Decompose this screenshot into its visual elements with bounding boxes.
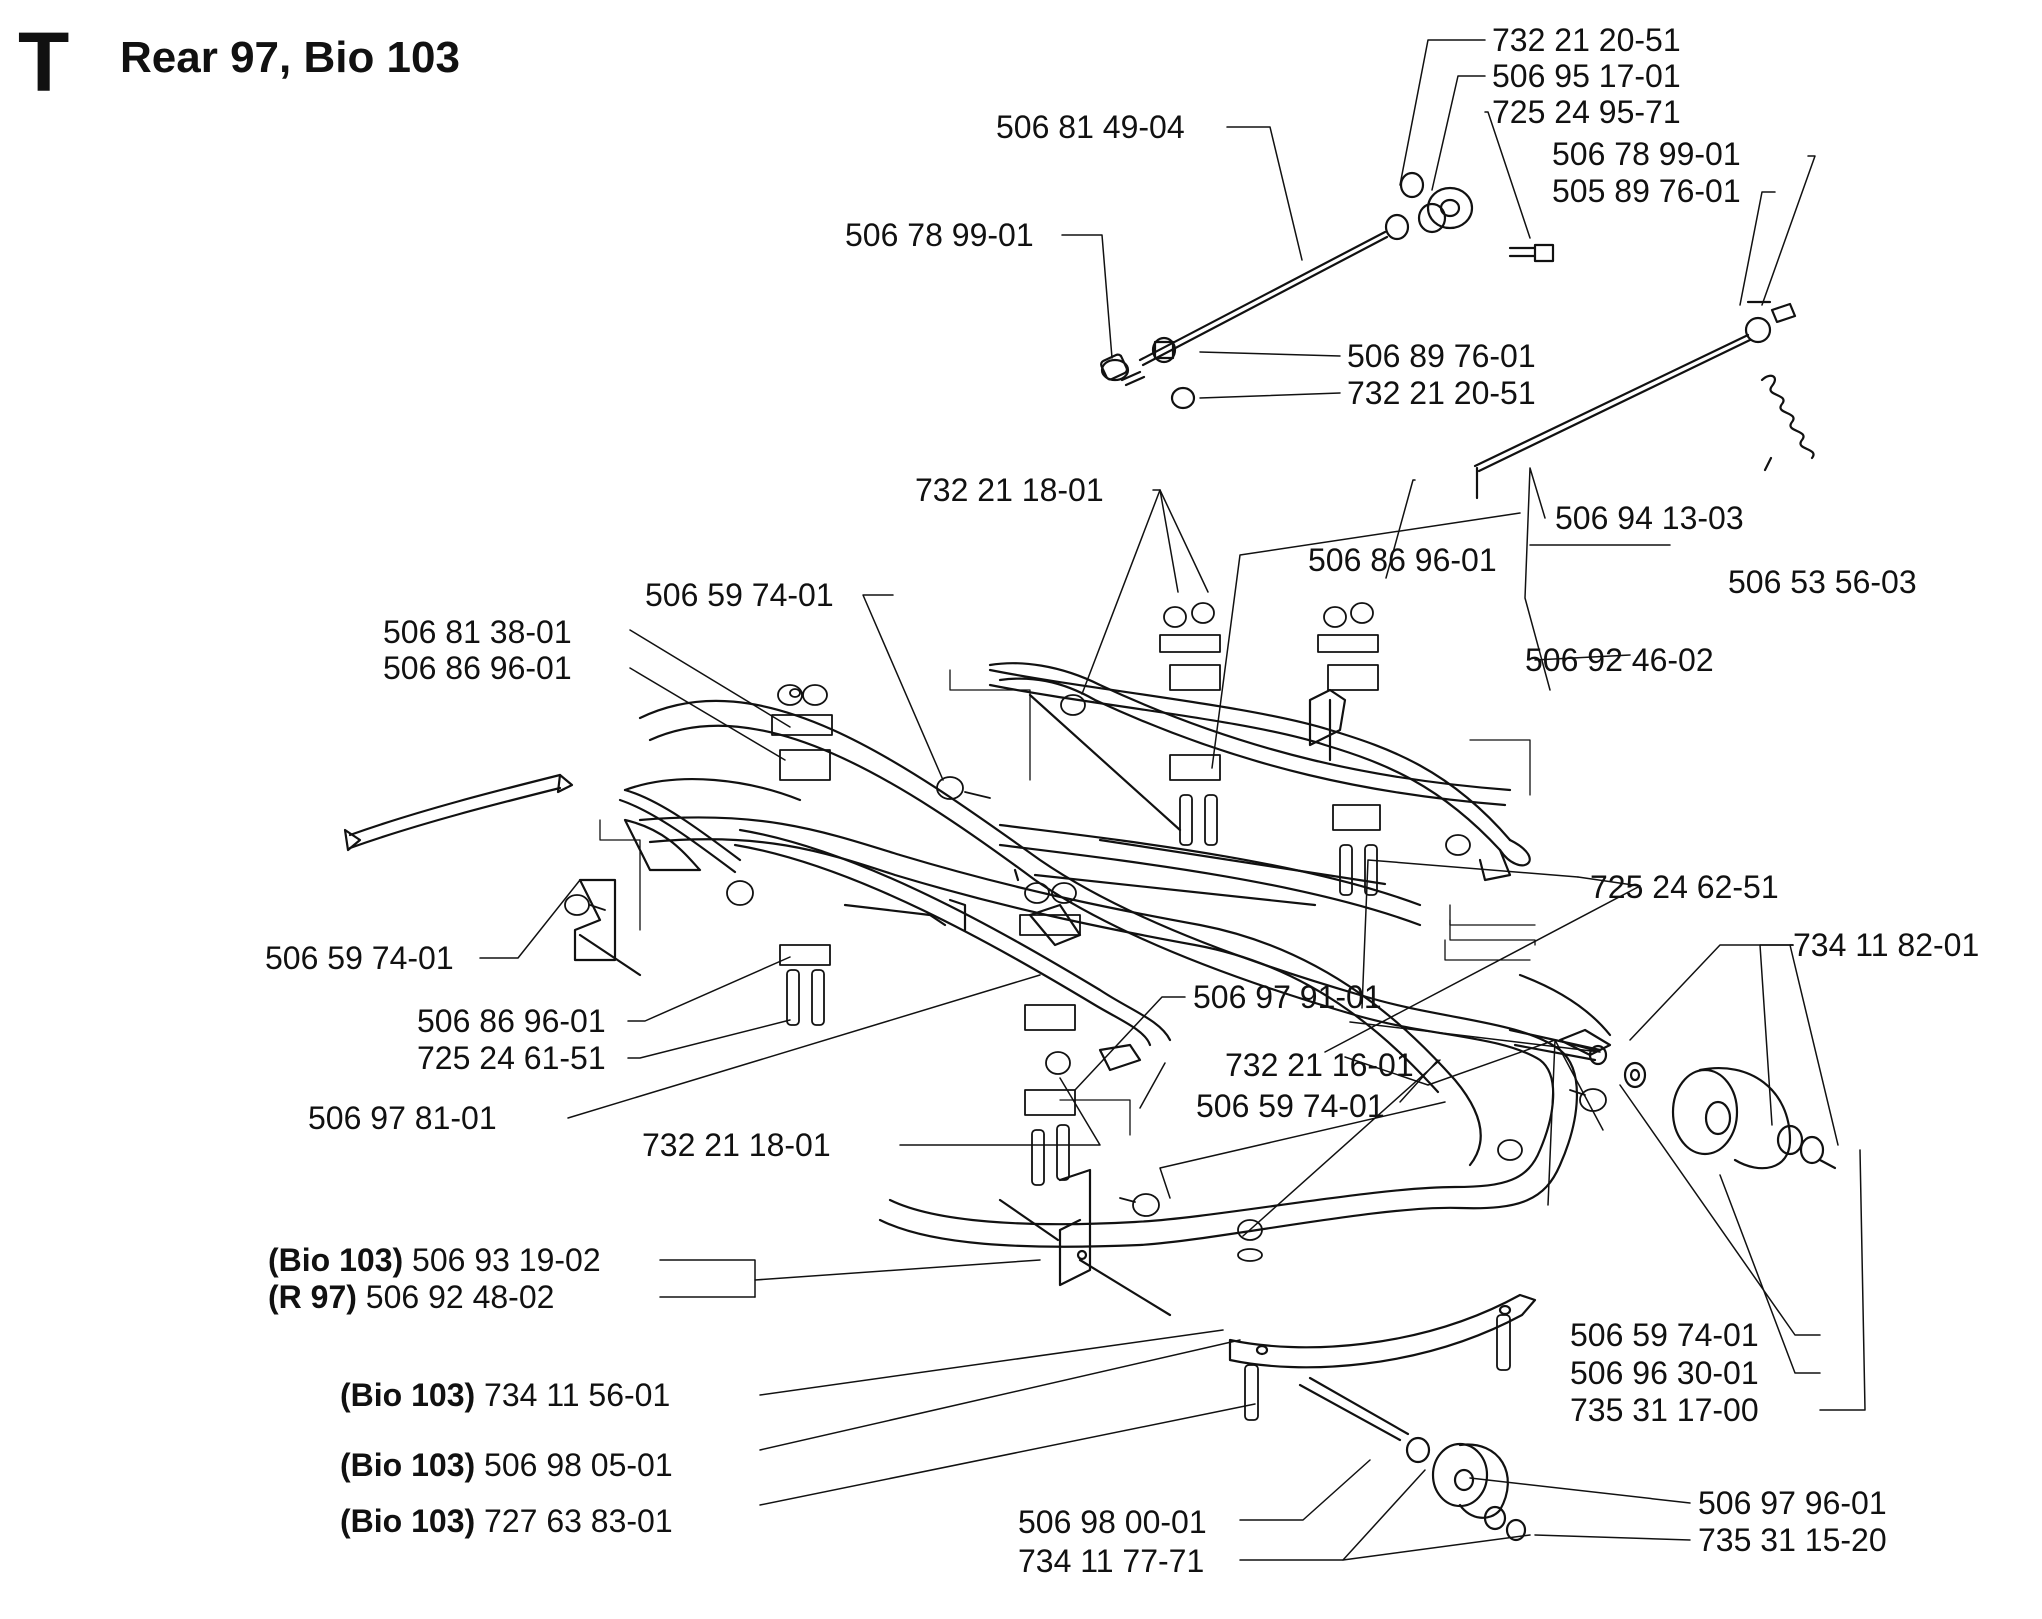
- part-number: 734 11 56-01: [484, 1377, 671, 1413]
- part-callout: 506 94 13-03: [1555, 500, 1744, 536]
- part-callout: 725 24 62-51: [1590, 869, 1779, 905]
- part-callout: 506 95 17-01: [1492, 58, 1681, 94]
- part-callout: 506 53 56-03: [1728, 564, 1917, 600]
- leader-lines: [479, 39, 1866, 1561]
- variant-label: (Bio 103): [340, 1377, 476, 1413]
- part-callout: 725 24 61-51: [417, 1040, 606, 1076]
- part-callout: 732 21 18-01: [642, 1127, 831, 1163]
- part-number: 506 92 48-02: [365, 1279, 555, 1315]
- part-callout: 506 81 49-04: [996, 109, 1185, 145]
- part-callout: 732 21 20-51: [1492, 22, 1681, 58]
- part-callout: 732 21 16-01: [1225, 1047, 1414, 1083]
- section-letter: T: [18, 15, 70, 109]
- skid-bar: [1228, 1293, 1537, 1369]
- part-callout: 506 98 00-01: [1018, 1504, 1207, 1540]
- part-callout: 725 24 95-71: [1492, 94, 1681, 130]
- rear-roller: [1298, 1376, 1527, 1542]
- page-title: Rear 97, Bio 103: [120, 33, 460, 82]
- part-callout: 506 78 99-01: [845, 217, 1034, 253]
- part-callout: 506 59 74-01: [1196, 1088, 1385, 1124]
- part-callout: 506 86 96-01: [383, 650, 572, 686]
- part-number: 727 63 83-01: [484, 1503, 673, 1539]
- part-callout-variant: (R 97) 506 92 48-02: [268, 1279, 554, 1315]
- variant-label: (Bio 103): [340, 1503, 476, 1539]
- upper-linkage: [1100, 171, 1815, 500]
- part-callout: 506 59 74-01: [265, 940, 454, 976]
- part-callout: 506 97 96-01: [1698, 1485, 1887, 1521]
- variant-label: (Bio 103): [268, 1242, 404, 1278]
- fasteners: [564, 602, 1607, 1421]
- part-callout: 506 97 81-01: [308, 1100, 497, 1136]
- part-callout-variant: (Bio 103) 734 11 56-01: [340, 1377, 670, 1413]
- upper-right-rail: [988, 668, 1531, 882]
- part-callout: 506 81 38-01: [383, 614, 572, 650]
- main-frame: [623, 662, 1612, 1248]
- center-rod: [733, 828, 1172, 1072]
- part-callout: 735 31 17-00: [1570, 1392, 1759, 1428]
- part-callout-variant: (Bio 103) 506 98 05-01: [340, 1447, 673, 1483]
- part-number: 506 98 05-01: [484, 1447, 673, 1483]
- part-callout: 506 59 74-01: [645, 577, 834, 613]
- part-callout: 734 11 77-71: [1018, 1543, 1205, 1579]
- part-callout: 506 97 91-01: [1193, 979, 1382, 1015]
- phantom-outlines: [599, 669, 1536, 1136]
- part-number: 506 93 19-02: [412, 1242, 601, 1278]
- part-callout: 735 31 15-20: [1698, 1522, 1887, 1558]
- part-callout: 505 89 76-01: [1552, 173, 1741, 209]
- part-callout: 506 92 46-02: [1525, 642, 1714, 678]
- variant-label: (R 97): [268, 1279, 357, 1315]
- part-callout: 734 11 82-01: [1793, 927, 1980, 963]
- part-callout: 732 21 20-51: [1347, 375, 1536, 411]
- part-callout: 506 89 76-01: [1347, 338, 1536, 374]
- part-callout: 506 78 99-01: [1552, 136, 1741, 172]
- part-callout: 732 21 18-01: [915, 472, 1104, 508]
- rear-bracket: [998, 1168, 1172, 1317]
- part-callout: 506 59 74-01: [1570, 1317, 1759, 1353]
- left-hoop: [343, 773, 742, 977]
- part-callout: 506 96 30-01: [1570, 1355, 1759, 1391]
- part-callout-variant: (Bio 103) 727 63 83-01: [340, 1503, 673, 1539]
- part-callout: 506 86 96-01: [1308, 542, 1497, 578]
- part-callout-variant: (Bio 103) 506 93 19-02: [268, 1242, 601, 1278]
- front-roller: [1623, 1061, 1837, 1170]
- part-callout: 506 86 96-01: [417, 1003, 606, 1039]
- variant-label: (Bio 103): [340, 1447, 476, 1483]
